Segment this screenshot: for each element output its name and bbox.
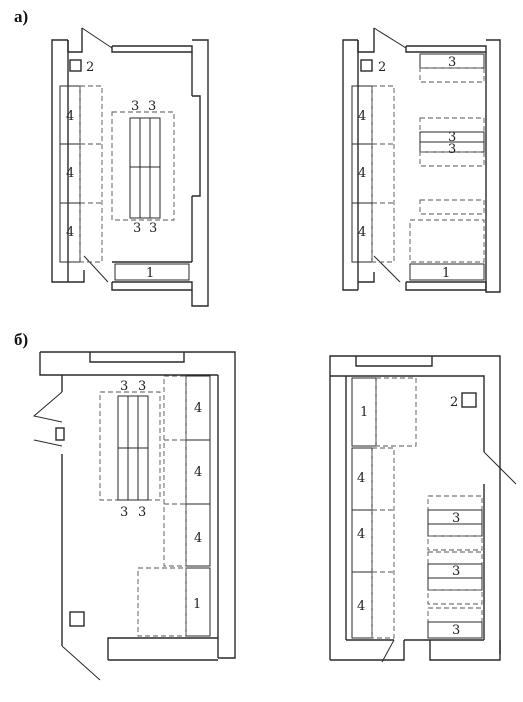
- desk-1: [351, 377, 377, 447]
- unit-label: 3: [148, 99, 156, 114]
- unit-label: 3: [120, 505, 128, 520]
- beds-right: 4 4 4: [163, 375, 211, 567]
- unit-label: 3: [452, 511, 460, 526]
- beds-left: 4 4 4: [351, 85, 395, 263]
- beds-left: 4 4 4: [59, 85, 103, 263]
- unit-label: 3: [149, 221, 157, 236]
- desk-label: 1: [442, 266, 450, 281]
- unit-label: 3: [120, 379, 128, 394]
- bed-label: 4: [66, 225, 74, 240]
- plan-b-left: 3 3 3 3 4 4 4 1: [32, 351, 236, 681]
- cart-2: [69, 59, 82, 72]
- walls: [32, 351, 236, 681]
- cart-label: 2: [450, 395, 458, 410]
- cart-2: [69, 611, 85, 627]
- bed-label: 4: [66, 109, 74, 124]
- bed-label: 4: [194, 531, 202, 546]
- desk-1: [114, 263, 190, 281]
- unit-label: 3: [131, 99, 139, 114]
- desk-1: [409, 263, 485, 281]
- bed-label: 4: [358, 166, 366, 181]
- section-label-a: а): [14, 7, 28, 26]
- desk-label: 1: [146, 266, 154, 281]
- unit-label: 3: [448, 130, 456, 145]
- cart-2: [461, 392, 477, 408]
- unit-label: 3: [448, 55, 456, 70]
- bed-label: 4: [357, 527, 365, 542]
- unit-label: 3: [138, 505, 146, 520]
- bed-label: 4: [357, 471, 365, 486]
- bed-label: 4: [358, 225, 366, 240]
- bed-label: 4: [194, 401, 202, 416]
- unit-label: 3: [448, 142, 456, 157]
- cart-label: 2: [378, 60, 386, 75]
- bed-label: 4: [194, 465, 202, 480]
- plan-a-right: 2 4 4 4 3 3 3 1: [342, 27, 501, 293]
- section-label-b: б): [14, 330, 28, 349]
- walls: [51, 27, 209, 307]
- unit-label: 3: [138, 379, 146, 394]
- cart-label: 2: [86, 60, 94, 75]
- bed-label: 4: [357, 599, 365, 614]
- central-island: 3 3 3 3: [111, 99, 175, 236]
- bed-label: 4: [66, 166, 74, 181]
- plan-a-left: 2 4 4 4 3 3 3 3 1: [51, 27, 209, 307]
- desk-label: 1: [193, 597, 201, 612]
- central-island: 3 3 3 3: [99, 379, 161, 520]
- desk-label: 1: [360, 405, 368, 420]
- unit-label: 3: [133, 221, 141, 236]
- cart-2: [360, 59, 373, 72]
- bed-label: 4: [358, 109, 366, 124]
- unit-label: 3: [452, 564, 460, 579]
- walls: [342, 27, 501, 293]
- walls: [329, 355, 517, 663]
- right-units: 3 3 3: [427, 495, 483, 639]
- beds-left: 4 4 4: [351, 447, 395, 639]
- right-units: 3 3 3: [409, 53, 485, 263]
- plan-b-right: 1 2 4 4 4 3 3 3: [329, 355, 517, 663]
- unit-label: 3: [452, 623, 460, 638]
